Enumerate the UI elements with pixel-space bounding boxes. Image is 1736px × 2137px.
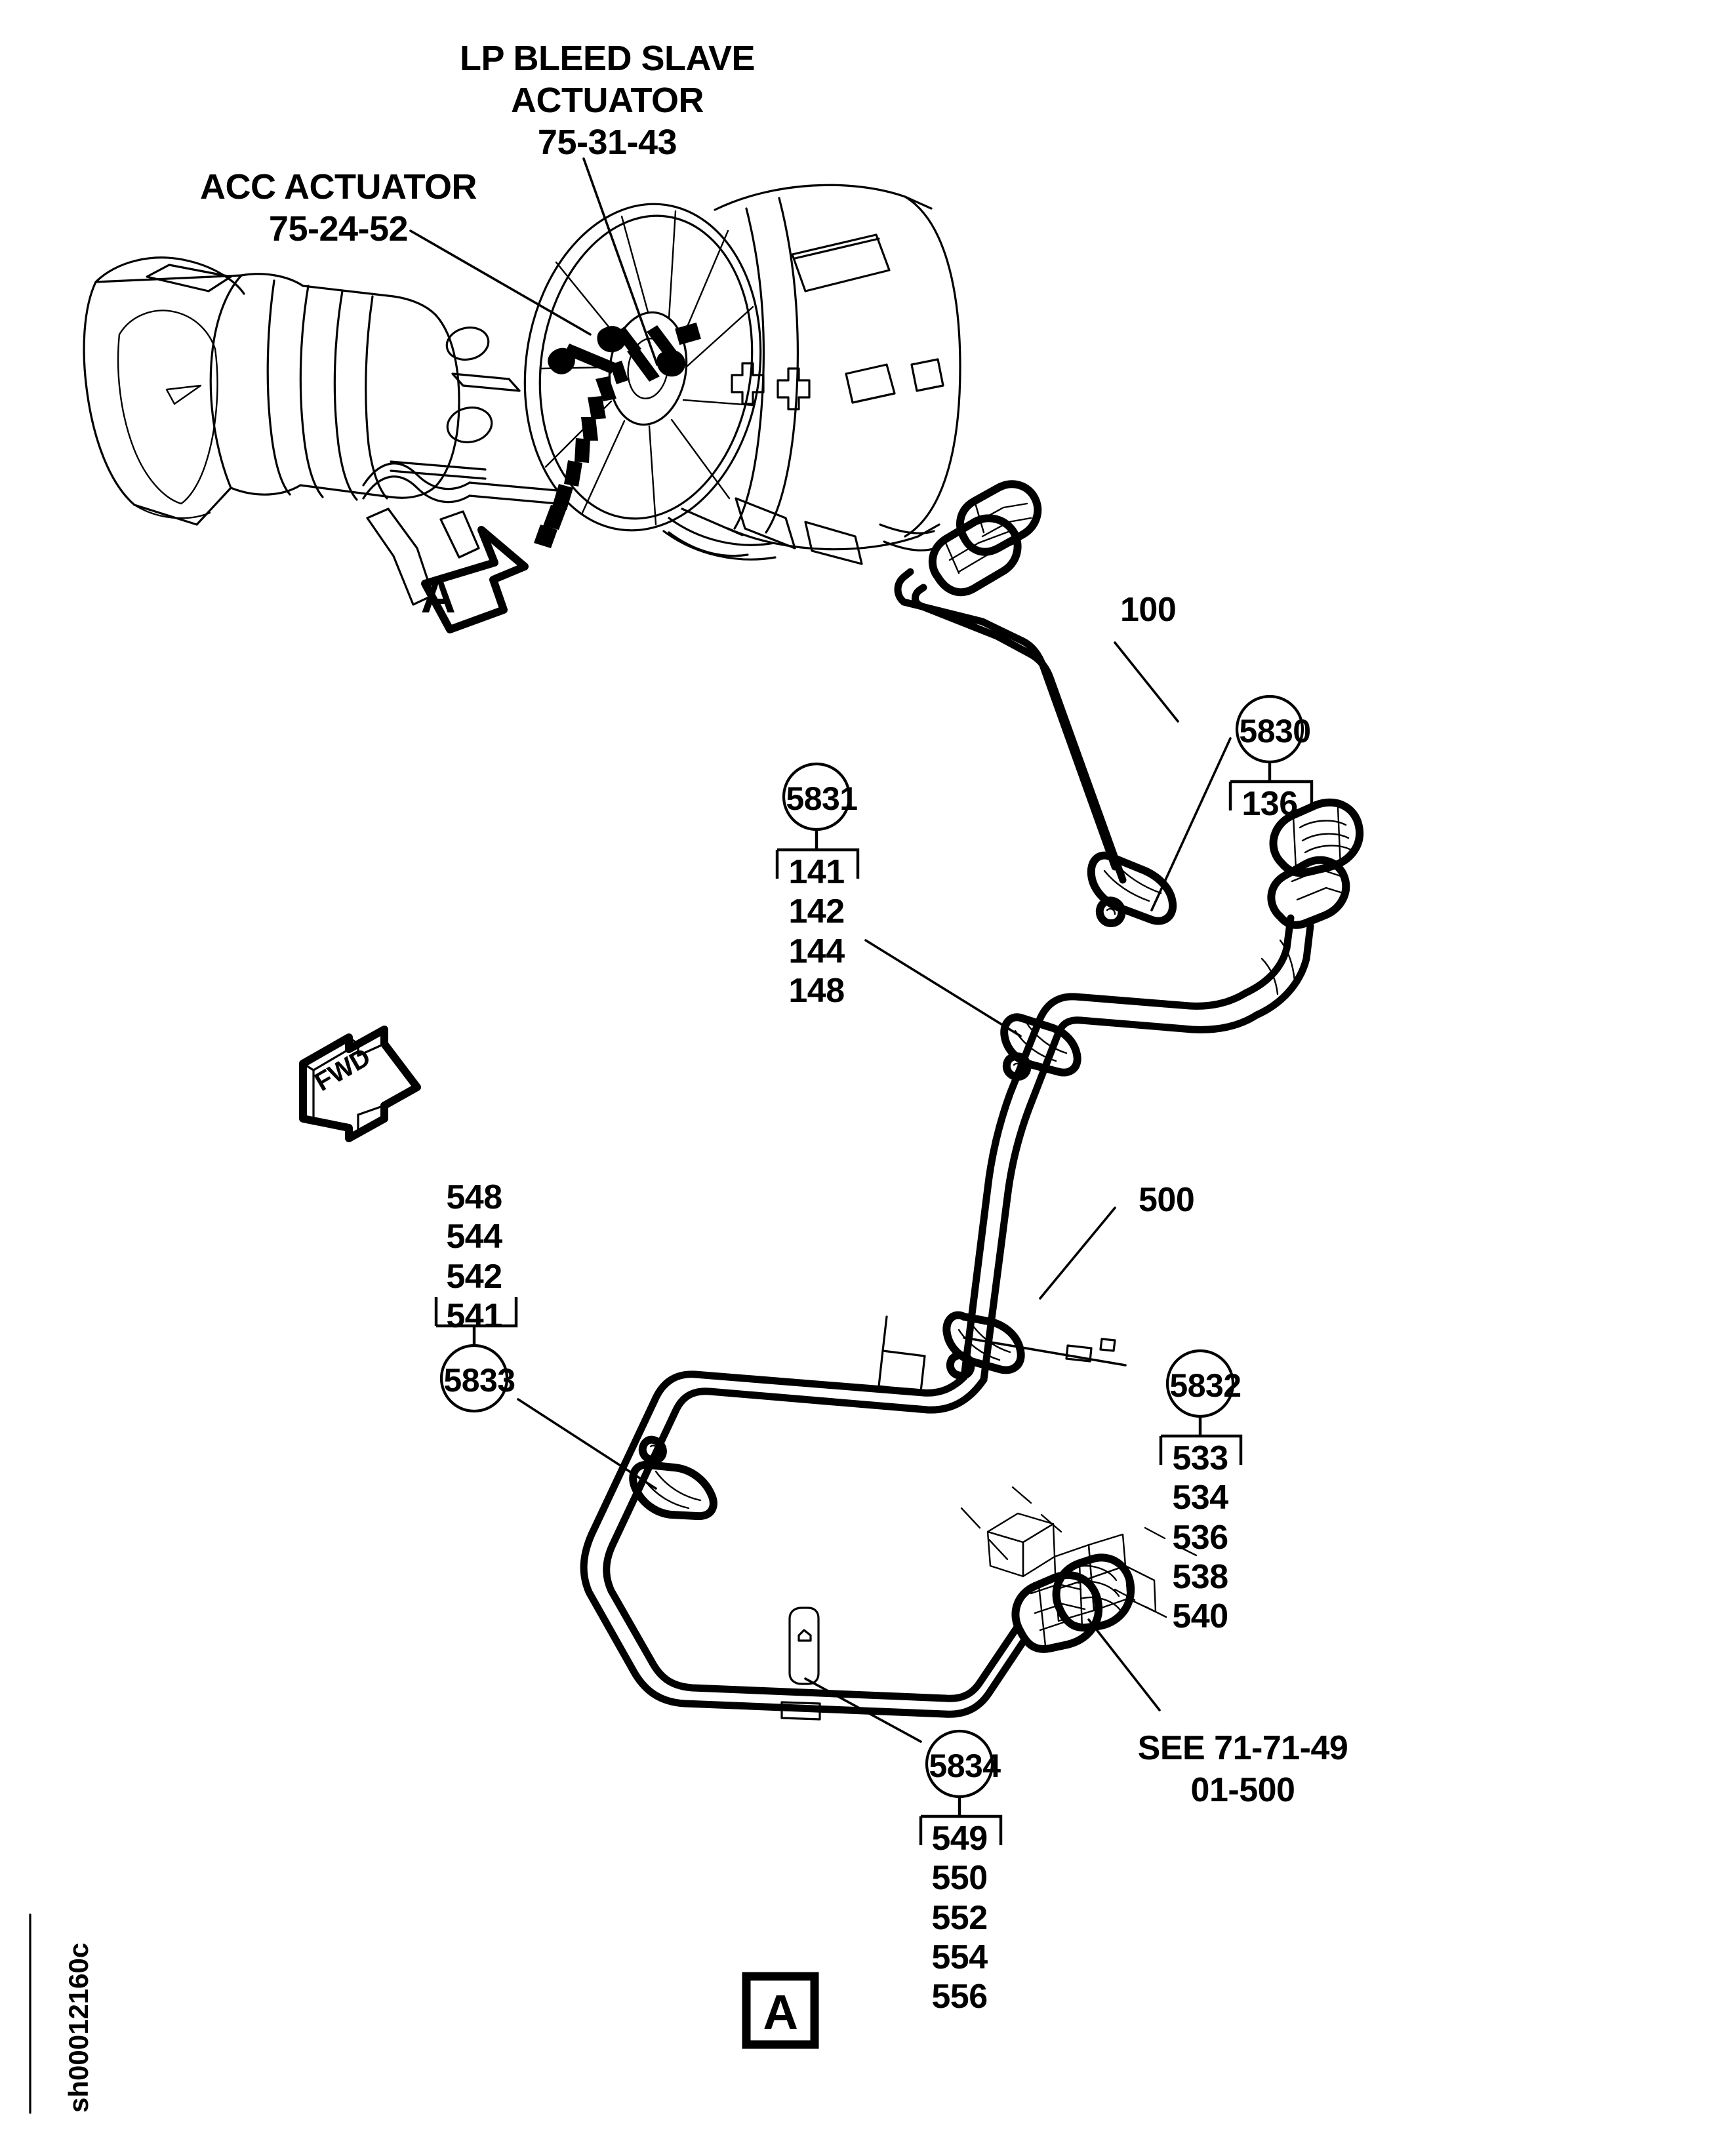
callout-5830-item-0: 136: [1241, 785, 1298, 823]
clamp-5832: [878, 1311, 1116, 1393]
clamp-5830: [1087, 851, 1177, 927]
pipe-assembly-drawing: [580, 480, 1364, 1721]
callout-5833-item-1: 544: [446, 1218, 502, 1256]
callout-5834-items: 549 550 552 554 556: [931, 1819, 988, 2017]
callout-5830-number: 5830: [1239, 713, 1311, 749]
see-reference-line2: 01-500: [1190, 1771, 1295, 1809]
clamp-5833: [629, 1435, 717, 1521]
callout-5832-number: 5832: [1169, 1367, 1241, 1404]
engine-assembly-drawing: [83, 184, 961, 633]
callout-5834-item-1: 550: [931, 1859, 988, 1898]
callout-5831-number: 5831: [786, 780, 858, 817]
pipe-lower-flange-union: [1011, 1553, 1135, 1653]
callout-5831-item-2: 144: [788, 932, 845, 970]
callout-5832-item-3: 538: [1172, 1557, 1228, 1596]
callout-5834-item-2: 552: [931, 1898, 988, 1937]
see-reference-line1: SEE 71-71-49: [1137, 1729, 1348, 1767]
pipe-100-label: 100: [1120, 591, 1177, 629]
view-arrow-a-label: A: [420, 569, 456, 623]
actuator-linkage: [534, 322, 701, 548]
leader-lines: [409, 157, 1232, 1743]
callout-5833-item-0: 548: [446, 1178, 502, 1216]
callout-5833-item-3: 541: [446, 1296, 502, 1335]
callout-5834-item-4: 556: [931, 1978, 988, 2016]
callout-5832-item-1: 534: [1172, 1479, 1228, 1517]
callout-5831-item-3: 148: [788, 971, 845, 1010]
acc-actuator-ref: 75-24-52: [268, 209, 409, 249]
callout-5832-items: 533 534 536 538 540: [1172, 1439, 1228, 1637]
callout-5834-item-3: 554: [931, 1938, 988, 1976]
pipe-lower: [580, 1370, 1198, 1721]
callout-5834-item-0: 549: [931, 1820, 988, 1858]
callout-5831-item-1: 142: [788, 892, 845, 931]
callout-5833-number: 5833: [443, 1362, 515, 1399]
pipe-100: [894, 480, 1127, 884]
callout-5833-items: 548 544 542 541: [446, 1178, 502, 1336]
pipe-100-union-nut: [929, 480, 1042, 597]
pipe-500-label: 500: [1139, 1181, 1195, 1219]
callout-graphics: [434, 694, 1314, 1845]
callout-5831-items: 141 142 144 148: [788, 852, 845, 1010]
callout-5832-item-2: 536: [1172, 1518, 1228, 1557]
fwd-arrow: [299, 1026, 421, 1142]
pipe-500: [960, 798, 1364, 1384]
core-casing: [668, 184, 961, 565]
lp-bleed-slave-actuator-label-line2: ACTUATOR: [511, 81, 704, 120]
detail-box-a-label: A: [763, 1985, 798, 2039]
callout-5831-item-0: 141: [788, 853, 845, 891]
pipe-500-union-nut: [1267, 798, 1364, 929]
lp-bleed-slave-actuator-ref: 75-31-43: [537, 123, 677, 162]
lp-bleed-slave-actuator-label-line1: LP BLEED SLAVE: [459, 39, 756, 78]
callout-5832-item-4: 540: [1172, 1597, 1228, 1636]
phantom-structure: [960, 1486, 1198, 1622]
callout-5832-item-0: 533: [1172, 1439, 1228, 1477]
callout-5834-number: 5834: [929, 1748, 1001, 1784]
callout-5833-item-2: 542: [446, 1257, 502, 1296]
view-arrow-a: [421, 526, 529, 633]
detail-label-box: [742, 1972, 819, 2049]
acc-actuator-label-line1: ACC ACTUATOR: [200, 167, 477, 207]
sheet-code: sh00012160c: [63, 1942, 94, 2113]
callout-5830-items: 136: [1241, 784, 1298, 824]
